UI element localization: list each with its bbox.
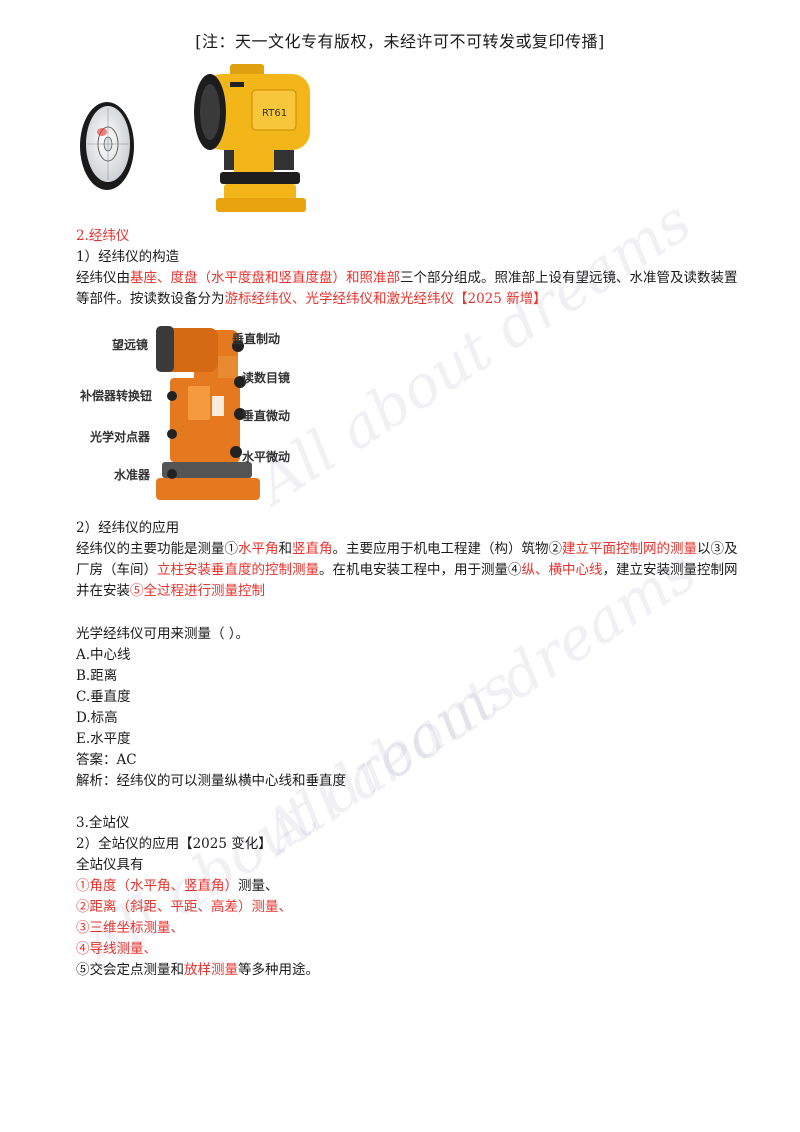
option-d: D.标高 (76, 710, 118, 726)
list-item: ②距离（斜距、平距、高差）测量、 (76, 899, 292, 915)
option-a: A.中心线 (76, 647, 131, 663)
label-reading-eyepiece: 读数目镜 (242, 370, 290, 385)
option-c: C.垂直度 (76, 689, 131, 705)
list-item: ⑤交会定点测量和放样测量等多种用途。 (76, 962, 319, 978)
section-3-sub2: 2）全站仪的应用【2025 变化】 (76, 836, 272, 852)
section-2-sub1: 1）经纬仪的构造 (76, 249, 180, 265)
section-3-intro: 全站仪具有 (76, 857, 144, 873)
analysis: 解析：经纬仪的可以测量纵横中心线和垂直度 (76, 773, 346, 789)
list-item: ①角度（水平角、竖直角）测量、 (76, 878, 279, 894)
label-level: 水准器 (114, 467, 151, 482)
section-2-title: 2.经纬仪 (76, 228, 130, 244)
answer: 答案：AC (76, 752, 137, 768)
label-vertical-tangent: 垂直微动 (242, 408, 290, 423)
level-model-label: RT61 (262, 108, 287, 119)
theodolite-structure-paragraph: 经纬仪由基座、度盘（水平度盘和竖直度盘）和照准部三个部分组成。照准部上设有望远镜… (76, 270, 738, 307)
label-telescope: 望远镜 (112, 337, 148, 352)
label-vertical-brake: 垂直制动 (232, 331, 280, 346)
question-stem: 光学经纬仪可用来测量（ ）。 (76, 626, 250, 642)
theodolite-application-paragraph: 经纬仪的主要功能是测量①水平角和竖直角。主要应用于机电工程建（构）筑物②建立平面… (76, 541, 738, 599)
label-horizontal-tangent: 水平微动 (242, 449, 290, 464)
list-item: ③三维坐标测量、 (76, 920, 184, 936)
list-item: ④导线测量、 (76, 941, 157, 957)
theodolite-diagram: 望远镜 补偿器转换钮 光学对点器 水准器 垂直制动 读数目镜 垂直微动 水平微动 (76, 316, 312, 508)
copyright-header: [注：天一文化专有版权，未经许可不可转发或复印传播] (195, 32, 605, 51)
section-2-sub2: 2）经纬仪的应用 (76, 520, 180, 536)
label-compensator-knob: 补偿器转换钮 (79, 388, 152, 403)
section-3-title: 3.全站仪 (76, 815, 130, 831)
circular-level-image (76, 96, 136, 194)
option-b: B.距离 (76, 668, 118, 684)
option-e: E.水平度 (76, 731, 131, 747)
automatic-level-image: RT61 (190, 60, 316, 216)
label-optical-plummet: 光学对点器 (89, 429, 151, 444)
